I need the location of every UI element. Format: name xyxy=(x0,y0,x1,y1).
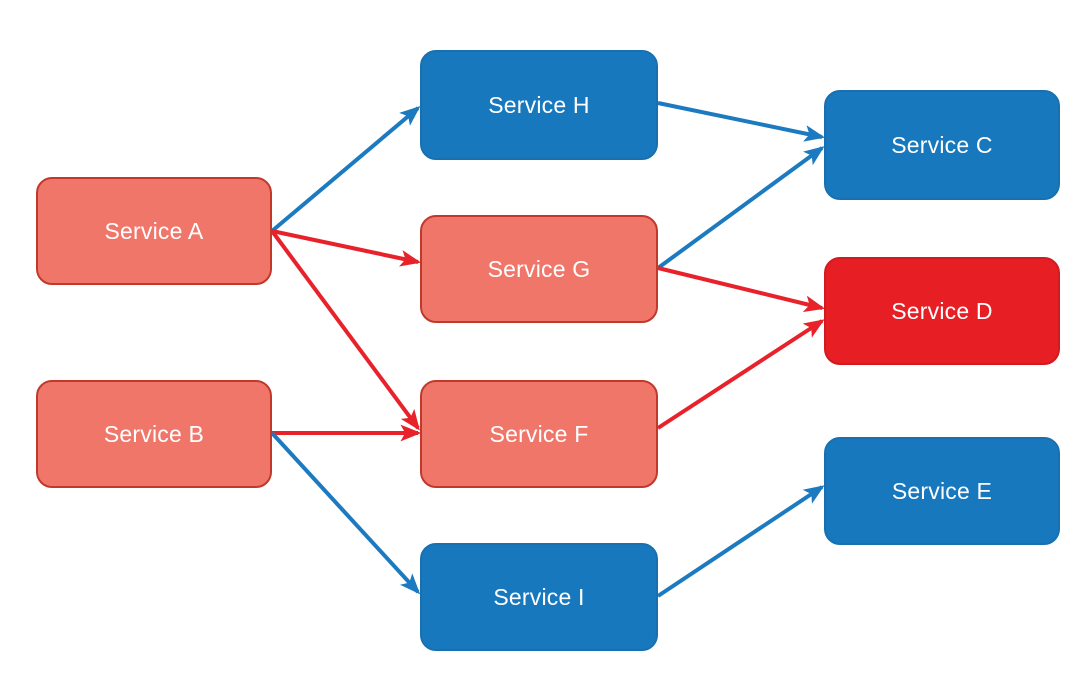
node-service-e[interactable]: Service E xyxy=(824,437,1060,545)
node-label: Service I xyxy=(493,583,585,610)
node-service-c[interactable]: Service C xyxy=(824,90,1060,200)
node-label: Service A xyxy=(104,217,204,244)
node-service-a[interactable]: Service A xyxy=(36,177,272,285)
edge-h-c xyxy=(657,101,826,142)
edge-b-i xyxy=(270,431,421,595)
node-label: Service G xyxy=(487,255,591,282)
edge-g-d xyxy=(657,266,826,312)
edge-g-c xyxy=(656,146,825,270)
node-label: Service C xyxy=(891,131,993,158)
node-label: Service F xyxy=(489,420,589,447)
node-service-d[interactable]: Service D xyxy=(824,257,1060,365)
node-label: Service H xyxy=(488,91,590,118)
edge-i-e xyxy=(656,485,825,598)
edge-a-f xyxy=(270,229,420,431)
node-label: Service E xyxy=(891,477,993,504)
node-service-g[interactable]: Service G xyxy=(420,215,658,323)
node-label: Service B xyxy=(103,420,205,447)
node-label: Service D xyxy=(891,297,993,324)
edge-f-d xyxy=(656,319,825,430)
node-service-b[interactable]: Service B xyxy=(36,380,272,488)
edge-a-h xyxy=(270,105,421,233)
node-service-i[interactable]: Service I xyxy=(420,543,658,651)
node-service-f[interactable]: Service F xyxy=(420,380,658,488)
node-service-h[interactable]: Service H xyxy=(420,50,658,160)
edge-a-g xyxy=(271,229,422,267)
